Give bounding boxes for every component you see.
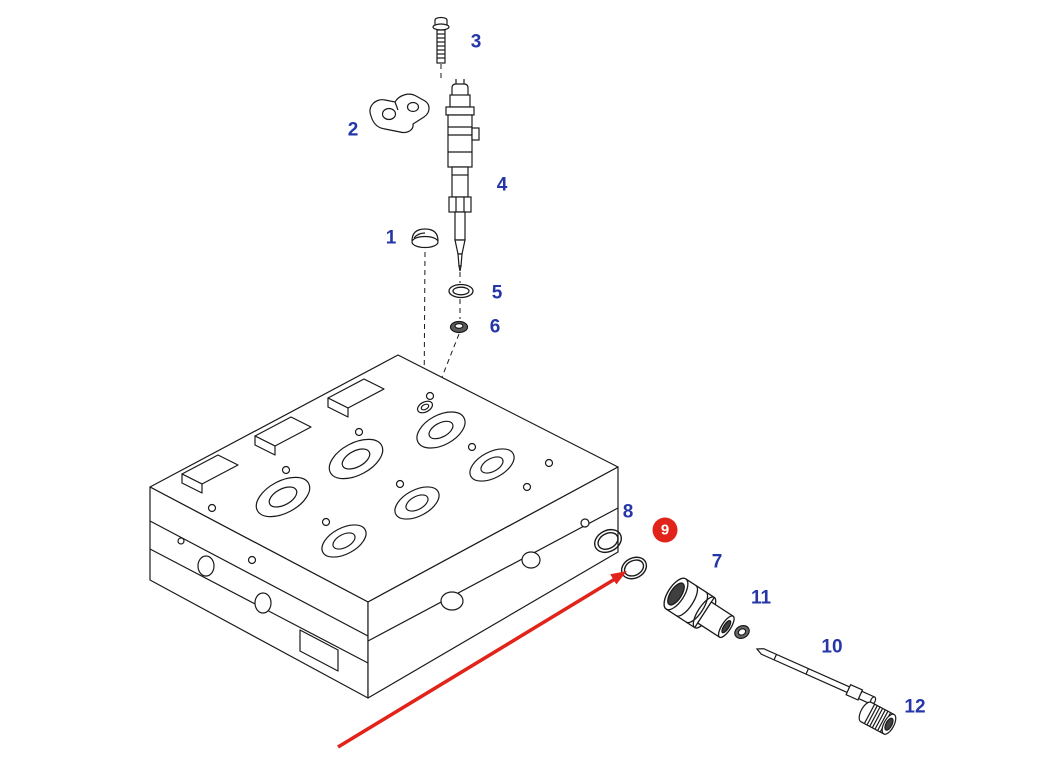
callout-8: 8 bbox=[622, 501, 634, 523]
head-bolt-holes bbox=[207, 391, 554, 565]
callout-4: 4 bbox=[496, 174, 508, 196]
callout-1: 1 bbox=[385, 227, 397, 249]
callout-5: 5 bbox=[491, 282, 503, 304]
callout-7: 7 bbox=[711, 551, 723, 573]
callout-9-highlighted: 9 bbox=[652, 517, 678, 543]
oring-part-8 bbox=[593, 528, 623, 554]
head-valve-pockets bbox=[255, 411, 515, 558]
oring-part-5 bbox=[448, 283, 474, 299]
head-front-features bbox=[177, 537, 339, 672]
callout-12: 12 bbox=[904, 696, 926, 718]
washer-part-11 bbox=[734, 625, 750, 639]
clamp-part-2 bbox=[369, 93, 430, 134]
callout-2: 2 bbox=[347, 119, 359, 141]
cap-part-12 bbox=[858, 701, 897, 735]
cap-part-1 bbox=[411, 228, 439, 249]
head-right-features bbox=[440, 518, 590, 611]
sleeve-part-7 bbox=[663, 577, 735, 639]
cylinder-head-drawing bbox=[149, 354, 619, 699]
callout-11: 11 bbox=[750, 587, 772, 609]
head-rocker-towers bbox=[181, 378, 385, 494]
injector-part-4 bbox=[445, 79, 480, 272]
head-right-face bbox=[367, 466, 619, 699]
rod-part-10 bbox=[755, 648, 877, 706]
callout-3: 3 bbox=[470, 31, 482, 53]
bolt-thread-lines bbox=[437, 33, 445, 59]
bolt-part-3 bbox=[432, 16, 450, 64]
head-injector-bore bbox=[416, 400, 434, 414]
oring-part-9 bbox=[620, 556, 648, 580]
callout-10: 10 bbox=[821, 636, 843, 658]
washer-part-6 bbox=[449, 320, 469, 334]
highlight-arrow bbox=[337, 571, 627, 749]
callout-6: 6 bbox=[489, 316, 501, 338]
